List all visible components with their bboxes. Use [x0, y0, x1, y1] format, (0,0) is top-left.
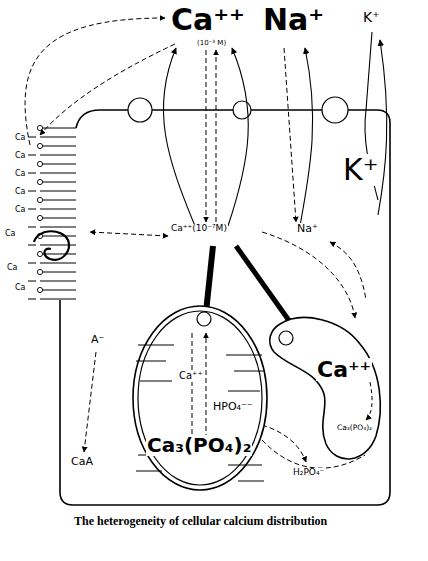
bound-calcium: Ca [14, 170, 27, 178]
anion-label: A⁻ [90, 334, 105, 346]
mito-phosphate: HPO₄⁻⁻ [212, 401, 254, 413]
vacuole-outline [262, 312, 384, 468]
vacuole-calcium: Ca⁺⁺ [316, 358, 372, 381]
flux-lines [163, 32, 386, 226]
cytosol-sodium: Na⁺ [296, 223, 319, 235]
cell-membrane [60, 110, 390, 505]
cytosol-potassium: K⁺ [342, 154, 380, 186]
bound-calcium: Ca [14, 206, 27, 214]
bound-calcium: Ca [14, 188, 27, 196]
transport-bar [206, 246, 213, 312]
mito-calcium: Ca⁺⁺ [178, 371, 204, 382]
mito-precipitate: Ca₃(PO₄)₂ [146, 435, 252, 456]
bound-calcium: Ca [4, 230, 17, 238]
bound-calcium: CaA [70, 456, 94, 468]
membrane-curl [34, 231, 69, 260]
bound-calcium: Ca [14, 284, 27, 292]
cell-body: Ca⁺⁺(10⁻⁷M) Na⁺ K⁺ A⁻ CaA H₂PO₄⁻ Ca⁺⁺ HPO₄⁻⁻ Ca₃… [60, 110, 390, 505]
bound-calcium: Ca [6, 264, 19, 272]
mitochondrion: Ca⁺⁺ HPO₄⁻⁻ Ca₃(PO₄)₂ [132, 305, 268, 491]
outside-potassium: K⁺ [362, 10, 381, 25]
membrane-stack [28, 125, 76, 299]
vacuole: Ca⁺⁺ Ca₃(PO₄)₂ [262, 312, 384, 468]
mitochondrion-outline [132, 305, 268, 491]
membrane-pump [128, 98, 152, 122]
vacuole-precipitate: Ca₃(PO₄)₂ [336, 424, 373, 432]
outside-sodium: Na⁺ [262, 4, 325, 36]
outside-calcium: Ca⁺⁺ [170, 4, 246, 36]
membrane-pump [322, 97, 348, 123]
cytosol-calcium: Ca⁺⁺(10⁻⁷M) [170, 224, 228, 233]
figure-caption: The heterogeneity of cellular calcium di… [74, 514, 327, 529]
phosphate-label: H₂PO₄⁻ [292, 468, 325, 477]
outside-concentration: (10⁻³ M) [196, 40, 227, 47]
bound-calcium: Ca [14, 134, 27, 142]
bound-calcium: Ca [14, 152, 27, 160]
